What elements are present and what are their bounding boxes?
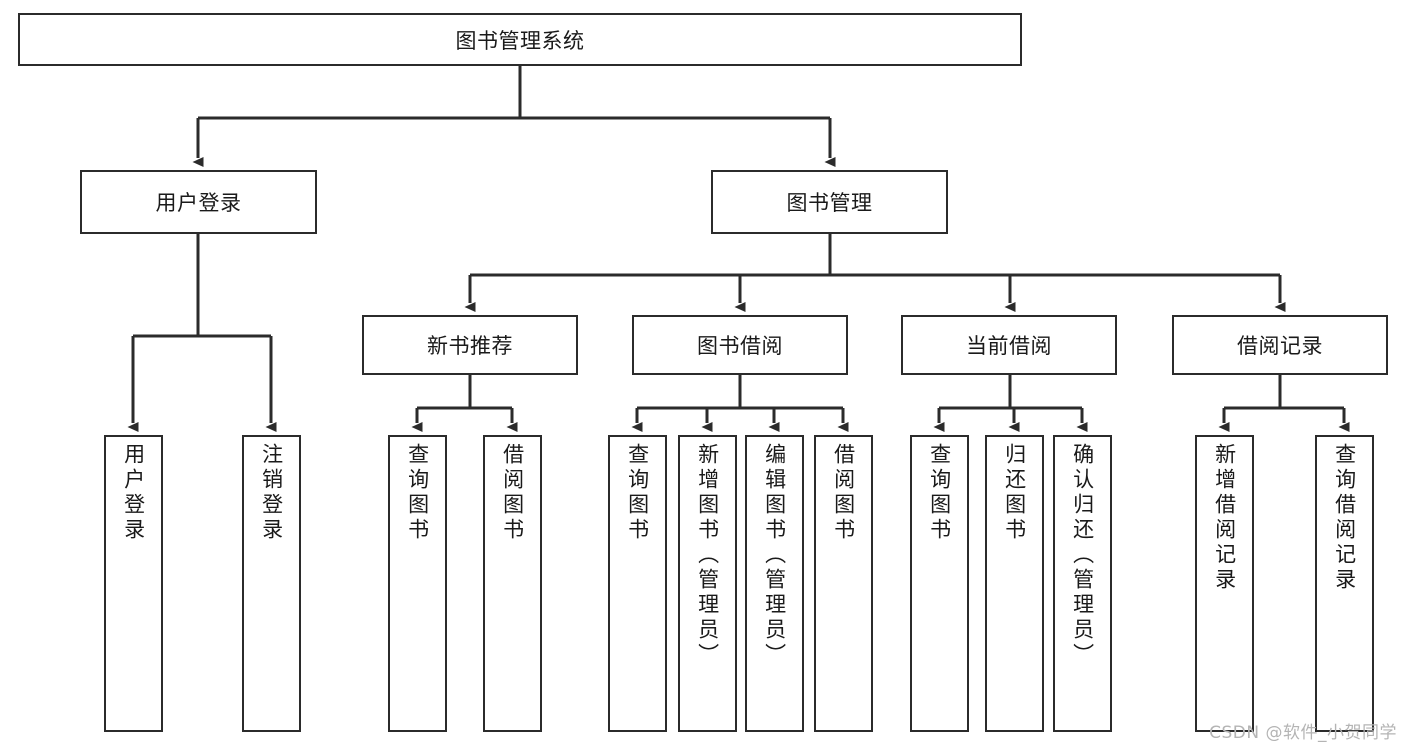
node-leaf-logout-label: 注销登录 [259,443,284,543]
node-leaf-add-record[interactable]: 新增借阅记录 [1195,435,1254,732]
node-user-login[interactable]: 用户登录 [80,170,317,234]
node-book-borrow-label: 图书借阅 [697,334,783,358]
node-borrow-record[interactable]: 借阅记录 [1172,315,1388,375]
node-leaf-confirm-return[interactable]: 确认归还（管理员） [1053,435,1112,732]
node-leaf-borrow-book-2[interactable]: 借阅图书 [814,435,873,732]
node-leaf-query-book-3[interactable]: 查询图书 [910,435,969,732]
node-leaf-edit-book-label: 编辑图书（管理员） [762,443,787,668]
node-book-manage[interactable]: 图书管理 [711,170,948,234]
node-book-manage-label: 图书管理 [786,191,873,215]
node-new-book-recommend-label: 新书推荐 [427,334,513,358]
node-leaf-query-book-2-label: 查询图书 [625,443,650,543]
node-current-borrow-label: 当前借阅 [966,334,1052,358]
node-leaf-edit-book[interactable]: 编辑图书（管理员） [745,435,804,732]
node-leaf-user-login-label: 用户登录 [121,443,146,543]
node-leaf-query-book-1-label: 查询图书 [405,443,430,543]
node-leaf-user-login[interactable]: 用户登录 [104,435,163,732]
node-root[interactable]: 图书管理系统 [18,13,1022,66]
node-leaf-query-record-label: 查询借阅记录 [1332,443,1357,593]
watermark: CSDN @软件_小贺同学 [1209,723,1397,743]
node-leaf-query-record[interactable]: 查询借阅记录 [1315,435,1374,732]
node-leaf-borrow-book-1-label: 借阅图书 [500,443,525,543]
node-leaf-borrow-book-2-label: 借阅图书 [831,443,856,543]
node-leaf-query-book-2[interactable]: 查询图书 [608,435,667,732]
node-user-login-label: 用户登录 [155,191,242,215]
node-leaf-return-book[interactable]: 归还图书 [985,435,1044,732]
node-borrow-record-label: 借阅记录 [1237,334,1323,358]
node-leaf-query-book-3-label: 查询图书 [927,443,952,543]
node-leaf-return-book-label: 归还图书 [1002,443,1027,543]
node-root-label: 图书管理系统 [455,28,585,53]
node-leaf-confirm-return-label: 确认归还（管理员） [1070,443,1095,668]
node-leaf-borrow-book-1[interactable]: 借阅图书 [483,435,542,732]
node-book-borrow[interactable]: 图书借阅 [632,315,848,375]
node-leaf-add-record-label: 新增借阅记录 [1212,443,1237,593]
node-leaf-add-book-label: 新增图书（管理员） [695,443,720,668]
node-leaf-query-book-1[interactable]: 查询图书 [388,435,447,732]
node-new-book-recommend[interactable]: 新书推荐 [362,315,578,375]
node-leaf-add-book[interactable]: 新增图书（管理员） [678,435,737,732]
node-current-borrow[interactable]: 当前借阅 [901,315,1117,375]
node-leaf-logout[interactable]: 注销登录 [242,435,301,732]
